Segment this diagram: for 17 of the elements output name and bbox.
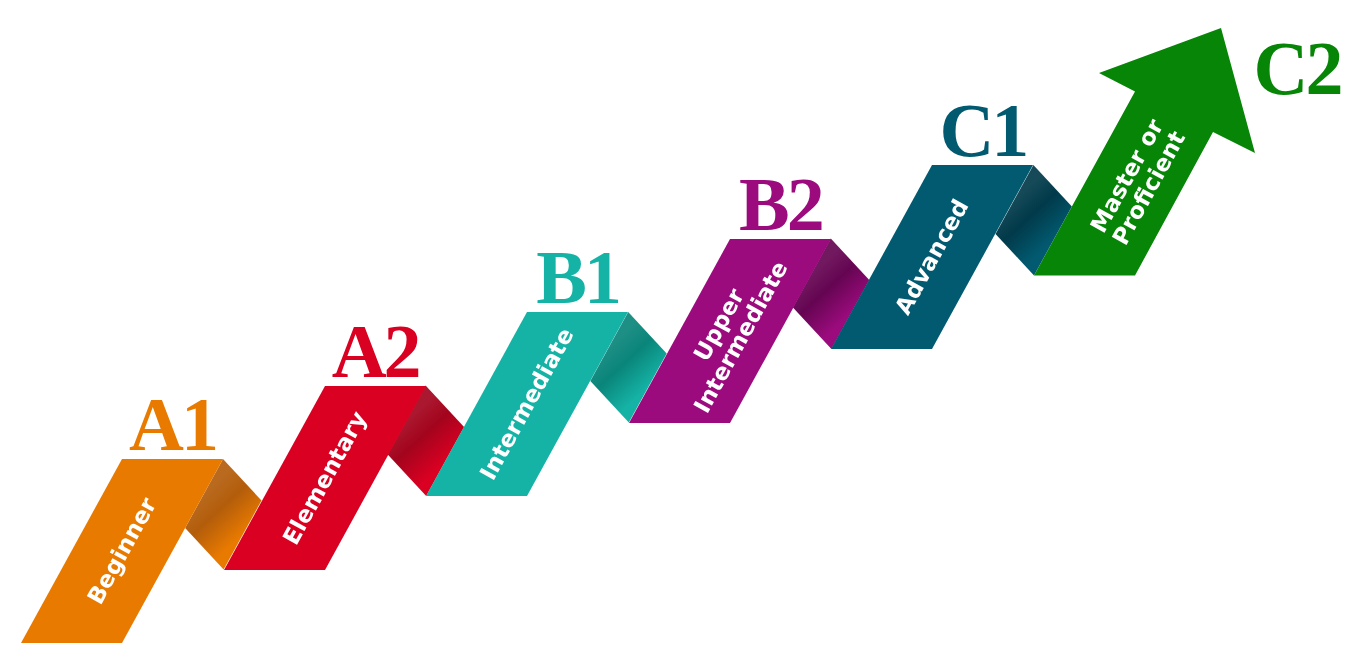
ribbon-fold [995, 165, 1072, 276]
level-label: A2 [331, 318, 419, 384]
ribbon-step [21, 459, 223, 643]
level-label: C2 [1253, 35, 1341, 101]
ribbon-fold [387, 385, 465, 496]
arrow-step [1034, 28, 1255, 276]
ribbon-fold [792, 238, 870, 349]
ribbon-step [223, 385, 426, 570]
ribbon-fold [590, 312, 667, 423]
ribbon-step [426, 312, 629, 496]
level-label: A1 [129, 392, 216, 457]
ribbon-fold [185, 459, 262, 570]
ribbon-step [628, 238, 831, 423]
level-label: B2 [738, 171, 822, 237]
ribbon-step [831, 165, 1034, 349]
level-label: C1 [939, 98, 1027, 163]
level-label: B1 [536, 245, 620, 310]
